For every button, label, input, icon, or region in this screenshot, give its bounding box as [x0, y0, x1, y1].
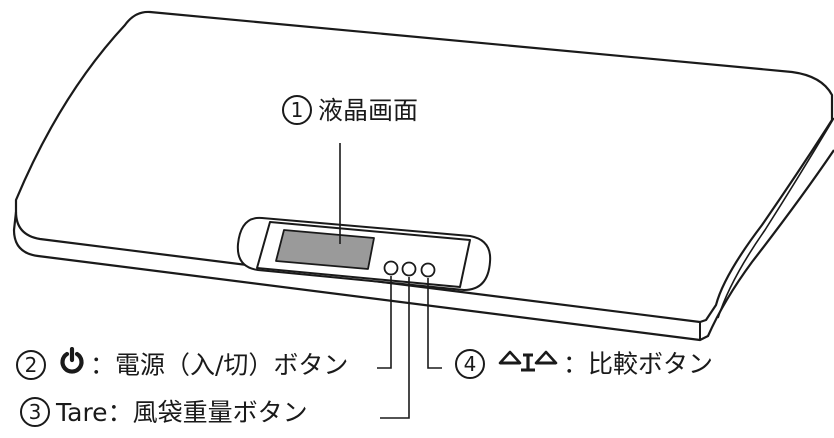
- callout-text-2: ：電源（入/切）ボタン: [90, 350, 349, 380]
- callout-text-1: 液晶画面: [318, 96, 419, 125]
- scale-front-edge: [12, 149, 834, 342]
- callout-number-4: 4: [455, 348, 485, 379]
- callout-compare-button: 4 ：比較ボタン: [455, 347, 714, 382]
- power-icon: [58, 346, 86, 382]
- callout-number-2: 2: [16, 349, 46, 380]
- scale-side-edge: [717, 117, 834, 319]
- callout-text-3: Tare：風袋重量ボタン: [56, 398, 308, 427]
- leader-line-4: [427, 278, 442, 369]
- tare-button: [401, 261, 417, 277]
- lcd-screen: [275, 229, 375, 270]
- leader-line-3: [380, 277, 410, 419]
- callout-number-3: 3: [20, 397, 50, 427]
- leader-line-2: [377, 276, 392, 369]
- power-button: [383, 260, 399, 276]
- callout-number-1: 1: [282, 95, 312, 125]
- balance-scale-icon: [497, 347, 559, 380]
- callout-text-4: ：比較ボタン: [563, 349, 714, 379]
- callout-power-button: 2 ：電源（入/切）ボタン: [16, 346, 349, 384]
- compare-button: [420, 262, 436, 278]
